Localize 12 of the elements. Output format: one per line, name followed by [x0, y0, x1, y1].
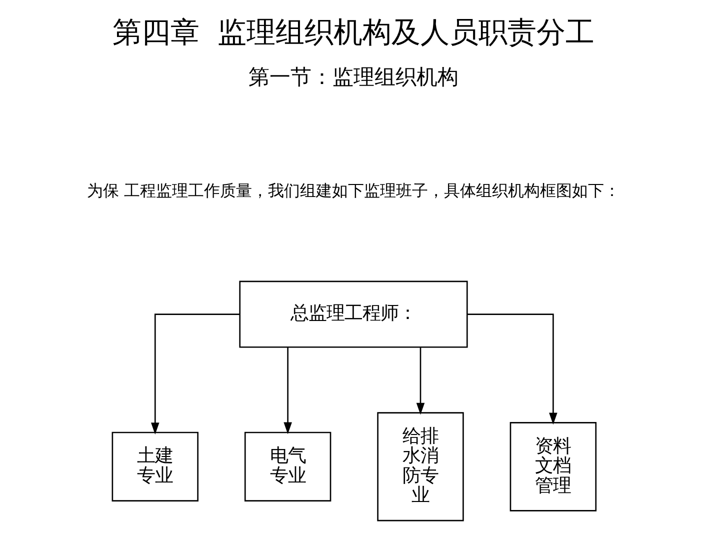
arrow	[416, 347, 425, 415]
diagram-title: 第四章 监理组织机构及人员职责分工	[112, 14, 595, 49]
arrow	[284, 347, 292, 434]
node-box: 给排水消防专业	[377, 412, 464, 522]
node-box: 资料文档管理	[510, 422, 597, 512]
label: 第一节：监理组织机构	[248, 64, 458, 90]
node-box: 总监理工程师：	[239, 280, 468, 348]
arrow	[150, 314, 240, 434]
node-box: 电气专业	[244, 432, 332, 502]
node-box: 土建专业	[112, 432, 198, 502]
label: 为保 工程监理工作质量，我们组建如下监理班子，具体组织机构框图如下：	[86, 181, 620, 200]
arrow	[467, 314, 558, 425]
